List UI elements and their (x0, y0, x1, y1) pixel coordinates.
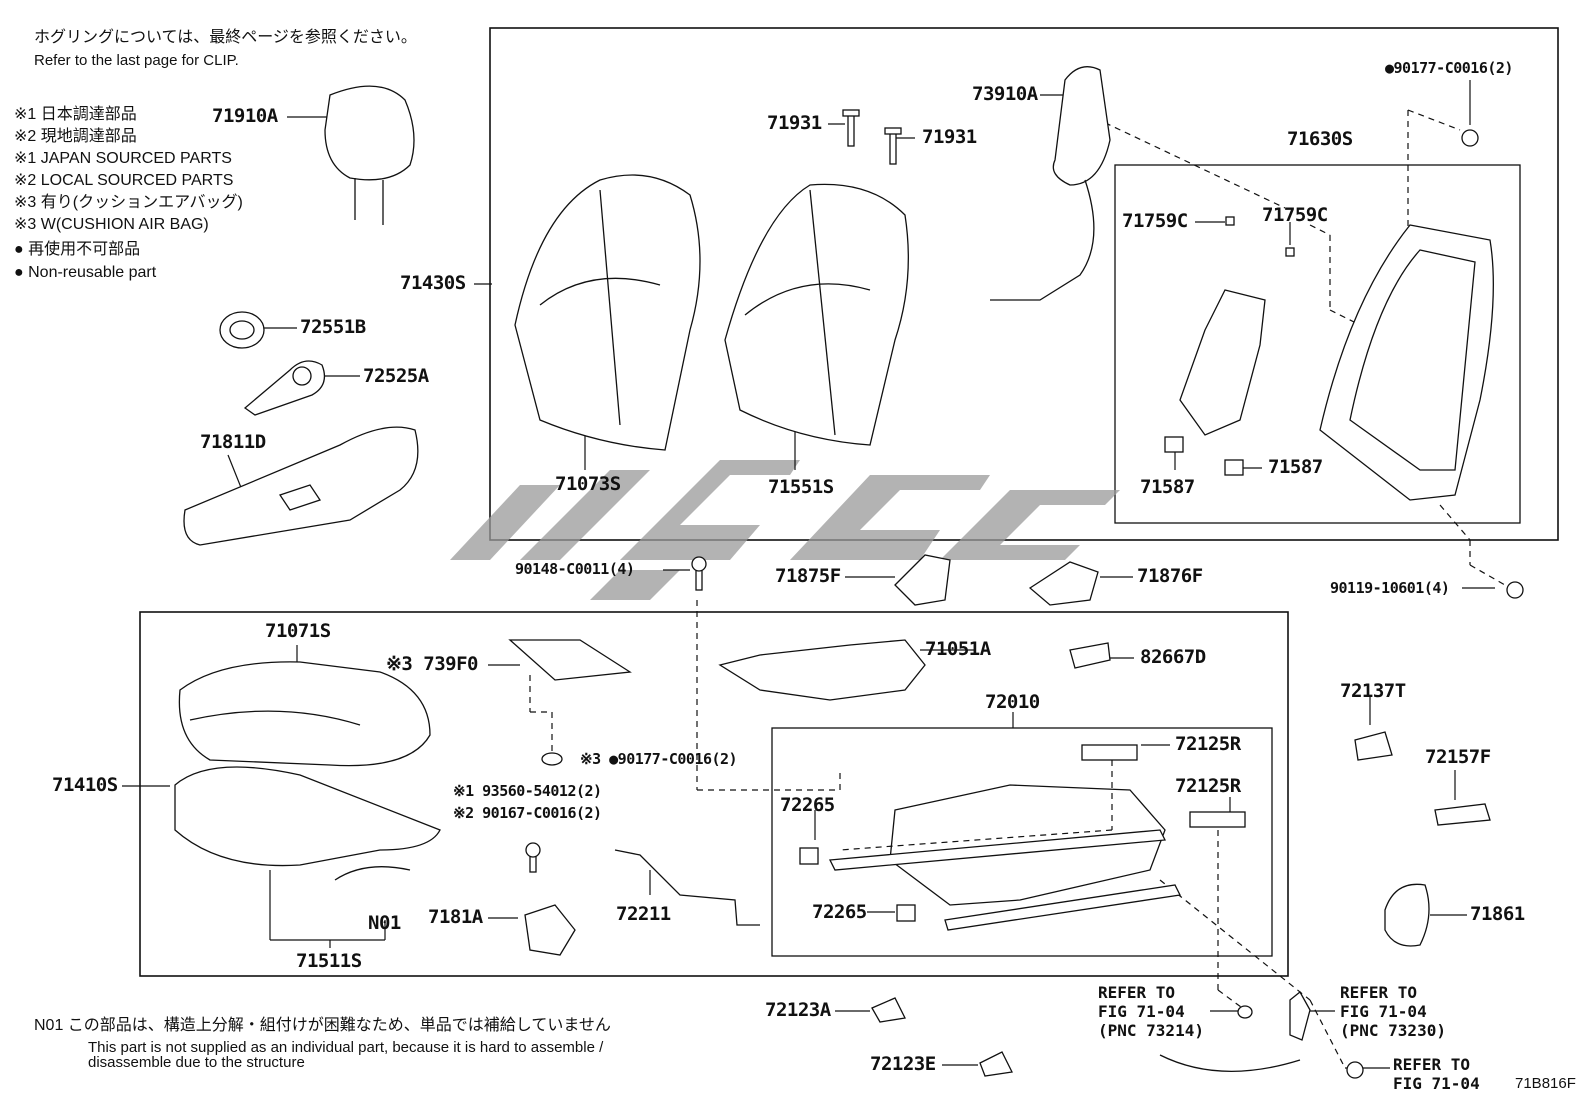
seatback-frame-subgroup-box (1114, 164, 1521, 524)
part-label-7181A[interactable]: 7181A (428, 906, 483, 928)
wire-71051A (718, 639, 926, 701)
lumbar-support (1179, 289, 1266, 436)
part-label-72265-b[interactable]: 72265 (812, 901, 867, 923)
part-label-90177-mid[interactable]: ※3 ●90177-C0016(2) (580, 750, 738, 768)
part-label-71551S[interactable]: 71551S (768, 476, 834, 498)
part-label-71587-a[interactable]: 71587 (1140, 476, 1195, 498)
part-label-N01[interactable]: N01 (368, 912, 401, 934)
legend-line-8: ● Non-reusable part (14, 264, 157, 281)
part-label-71811D[interactable]: 71811D (200, 431, 266, 453)
part-label-90167[interactable]: ※2 90167-C0016(2) (453, 804, 602, 822)
seat-adjuster-72010 (889, 784, 1166, 906)
part-label-71587-b[interactable]: 71587 (1268, 456, 1323, 478)
cushion-pad-71511S (174, 766, 441, 867)
part-label-93560[interactable]: ※1 93560-54012(2) (453, 782, 602, 800)
lever-72525A (243, 360, 326, 416)
part-label-72010[interactable]: 72010 (985, 691, 1040, 713)
part-label-71630S[interactable]: 71630S (1287, 128, 1353, 150)
part-label-82667D[interactable]: 82667D (1140, 646, 1206, 668)
legend-line-4: ※2 LOCAL SOURCED PARTS (14, 172, 234, 189)
cushion-group-box (139, 611, 1289, 977)
part-label-90148[interactable]: 90148-C0011(4) (515, 560, 635, 578)
n01-note-jp: N01 この部品は、構造上分解・組付けが困難なため、単品では補給していません (34, 1017, 611, 1034)
part-label-71861[interactable]: 71861 (1470, 903, 1525, 925)
cover-71861 (1384, 883, 1430, 947)
part-72137T (1354, 731, 1393, 761)
legend-line-6: ※3 W(CUSHION AIR BAG) (14, 216, 209, 233)
airbag-73910A (1052, 66, 1111, 186)
part-label-72123A[interactable]: 72123A (765, 999, 831, 1021)
rod-72211 (614, 849, 760, 926)
refer-to-pnc-73230[interactable]: REFER TO FIG 71-04 (PNC 73230) (1340, 983, 1446, 1040)
refer-to-fig-71-04[interactable]: REFER TO FIG 71-04 (1393, 1055, 1480, 1093)
seatback-cover-71073S (514, 174, 701, 451)
cover-72123A (871, 997, 906, 1023)
cushion-airbag-739F0 (508, 639, 632, 681)
part-label-71931-a[interactable]: 71931 (767, 112, 822, 134)
part-label-71071S[interactable]: 71071S (265, 620, 331, 642)
part-label-72125R-b[interactable]: 72125R (1175, 775, 1241, 797)
part-label-72211[interactable]: 72211 (616, 903, 671, 925)
part-label-71511S[interactable]: 71511S (296, 950, 362, 972)
legend-line-1: ※1 日本調達部品 (14, 106, 137, 123)
legend-line-7: ● 再使用不可部品 (14, 241, 141, 258)
clip-note-en: Refer to the last page for CLIP. (34, 52, 239, 69)
shield-71811D (183, 426, 419, 546)
part-label-71759C-a[interactable]: 71759C (1122, 210, 1188, 232)
part-82667D (1069, 642, 1111, 669)
part-label-739F0[interactable]: ※3 739F0 (386, 653, 479, 675)
part-label-71931-b[interactable]: 71931 (922, 126, 977, 148)
bracket-71875F (894, 554, 951, 606)
part-label-90119[interactable]: 90119-10601(4) (1330, 579, 1450, 597)
sensor-72125R-upper (1081, 744, 1138, 761)
part-label-72123E[interactable]: 72123E (870, 1053, 936, 1075)
part-label-71910A[interactable]: 71910A (212, 105, 278, 127)
sensor-72125R-lower (1189, 811, 1246, 828)
part-label-72551B[interactable]: 72551B (300, 316, 366, 338)
n01-note-en-2: disassemble due to the structure (88, 1054, 305, 1071)
part-label-71876F[interactable]: 71876F (1137, 565, 1203, 587)
part-label-71410S[interactable]: 71410S (52, 774, 118, 796)
part-label-90177-top[interactable]: ●90177-C0016(2) (1385, 59, 1513, 77)
adjuster-subgroup-box (771, 727, 1273, 957)
bracket-7181A (524, 904, 576, 956)
seatback-pad-71551S (724, 183, 909, 446)
headrest-shape (324, 85, 415, 181)
watermark-logo (450, 460, 1120, 600)
legend-line-2: ※2 現地調達部品 (14, 128, 137, 145)
part-label-72157F[interactable]: 72157F (1425, 746, 1491, 768)
part-label-72525A[interactable]: 72525A (363, 365, 429, 387)
refer-to-pnc-73214[interactable]: REFER TO FIG 71-04 (PNC 73214) (1098, 983, 1204, 1040)
cover-72123E (979, 1051, 1013, 1077)
clip-note-jp: ホグリングについては、最終ページを参照ください。 (34, 29, 417, 46)
part-label-71875F[interactable]: 71875F (775, 565, 841, 587)
part-label-71073S[interactable]: 71073S (555, 473, 621, 495)
part-label-72137T[interactable]: 72137T (1340, 680, 1406, 702)
n01-note-en-1: This part is not supplied as an individu… (88, 1039, 604, 1056)
legend-line-5: ※3 有り(クッションエアバッグ) (14, 194, 243, 211)
part-label-72265-a[interactable]: 72265 (780, 794, 835, 816)
part-label-71430S[interactable]: 71430S (400, 272, 466, 294)
part-label-73910A[interactable]: 73910A (972, 83, 1038, 105)
bracket-71876F (1028, 561, 1099, 606)
part-label-71759C-b[interactable]: 71759C (1262, 204, 1328, 226)
part-72157F (1434, 803, 1491, 826)
legend-line-3: ※1 JAPAN SOURCED PARTS (14, 150, 232, 167)
figure-code: 71B816F (1515, 1075, 1576, 1092)
part-label-71051A[interactable]: 71051A (925, 638, 991, 660)
part-label-72125R-a[interactable]: 72125R (1175, 733, 1241, 755)
